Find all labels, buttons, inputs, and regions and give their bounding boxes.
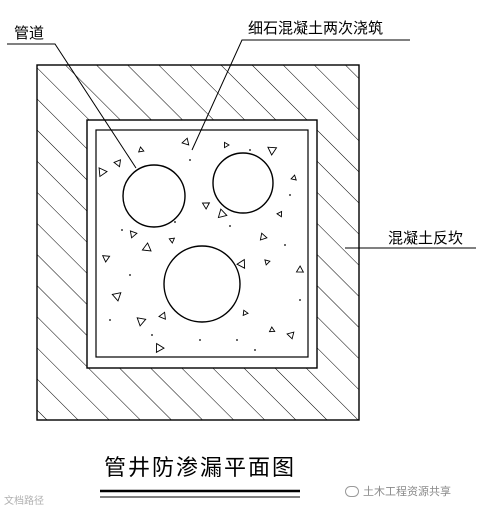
pipe-left [122,164,186,228]
aggregate-triangle [217,208,228,219]
watermark-right: 土木工程资源共享 [345,483,451,499]
aggregate-dot [109,319,111,321]
aggregate-dot [236,339,238,341]
aggregate-triangle [242,309,249,317]
aggregate-dot [121,229,123,231]
pipe-label: 管道 [14,24,44,42]
aggregate-triangle [286,331,295,340]
shaft-opening [95,129,309,358]
aggregate-dot [174,221,176,223]
aggregate-dot [229,225,231,227]
aggregate-triangle [259,232,268,241]
aggregate-dot [289,194,291,196]
aggregate-dot [199,339,201,341]
aggregate-dot [299,299,301,301]
aggregate-triangle [267,146,278,156]
aggregate-dot [284,244,286,246]
drawing-title-block: 管井防渗漏平面图 [100,456,300,498]
watermark-right-text: 土木工程资源共享 [363,485,451,498]
curb-outer-edge [36,64,360,421]
aggregate-dot [189,159,191,161]
aggregate-triangle [295,265,305,273]
curb-inner-edge [86,119,318,369]
pipes [122,152,274,323]
aggregate-triangle [224,141,230,149]
leader-lines [7,39,476,249]
fill-label: 细石混凝土两次浇筑 [248,19,383,37]
aggregate-triangle [158,311,166,320]
aggregate-triangle [129,230,138,239]
aggregate-dot [249,149,251,151]
aggregate-triangle [290,174,297,181]
fill-boundary [95,129,309,358]
aggregate-triangle [141,242,152,252]
aggregate-triangle [201,202,211,210]
watermark-left: 文档路径 [4,496,44,507]
aggregate-triangle [181,137,190,146]
aggregate-triangle [168,237,176,244]
aggregate-triangle [138,146,145,153]
aggregate-triangle [268,326,276,333]
aggregate-triangle [264,259,271,266]
aggregate-triangle [136,317,147,327]
pipe-bottom [163,245,241,323]
aggregate-dot [129,274,131,276]
aggregate-dot [151,334,153,336]
wechat-icon [345,485,359,497]
drawing-title: 管井防渗漏平面图 [104,456,296,481]
aggregate-triangle [236,258,246,269]
aggregate-triangle [111,292,122,302]
aggregate-triangle [101,255,111,263]
aggregate-triangle [276,210,283,218]
pipe-right [212,152,274,214]
aggregate-dot [254,349,256,351]
aggregate-triangle [113,159,122,168]
aggregate-triangle [98,167,108,178]
curb-label: 混凝土反坎 [388,229,463,247]
pipe-leader [7,43,137,169]
aggregate-triangle [155,342,165,354]
concrete-aggregate-marks [98,137,305,354]
fill-leader [191,39,410,151]
